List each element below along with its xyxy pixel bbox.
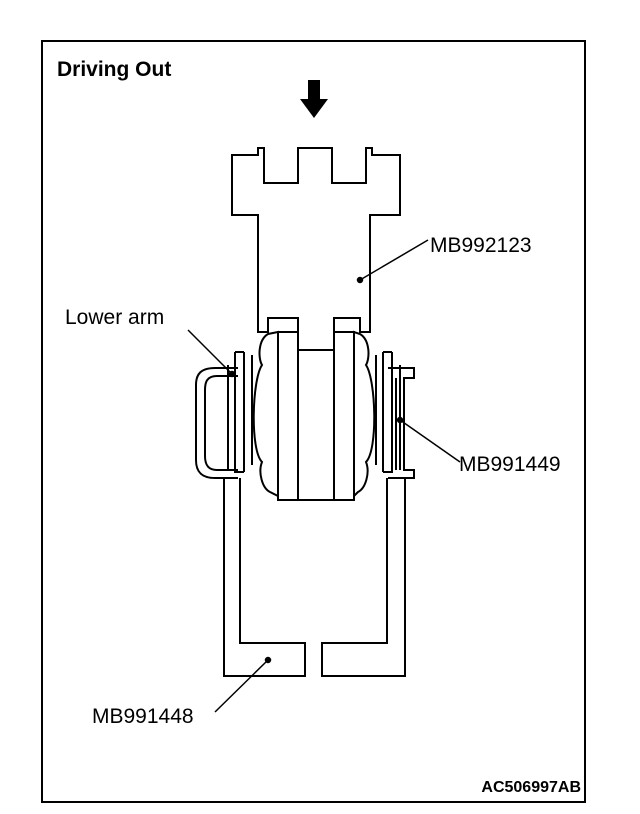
leader-dot-mb992123 [356, 276, 364, 284]
bushing [252, 330, 376, 501]
figure-frame [41, 40, 586, 803]
ring-tool-mb991449-left [195, 367, 238, 479]
leader-lower-arm [187, 329, 233, 375]
leader-dot-mb991449 [396, 416, 404, 424]
figure-code: AC506997AB [481, 779, 581, 796]
leader-dot-lower-arm [228, 370, 236, 378]
label-mb991448: MB991448 [92, 705, 194, 728]
leader-dot-mb991448 [264, 656, 272, 664]
upper-tool-mb992123 [231, 147, 401, 351]
figure-title: Driving Out [57, 58, 172, 81]
label-lower-arm: Lower arm [65, 306, 165, 329]
label-mb991449: MB991449 [459, 453, 561, 476]
leader-mb991448 [214, 659, 269, 713]
leader-mb991449 [399, 419, 461, 463]
leader-lines [187, 239, 461, 713]
ring-tool-mb991449-right [388, 367, 415, 479]
label-mb992123: MB992123 [430, 234, 532, 257]
down-arrow-icon [300, 80, 328, 118]
lower-tool-mb991448 [223, 478, 406, 677]
leader-mb992123 [359, 239, 429, 281]
